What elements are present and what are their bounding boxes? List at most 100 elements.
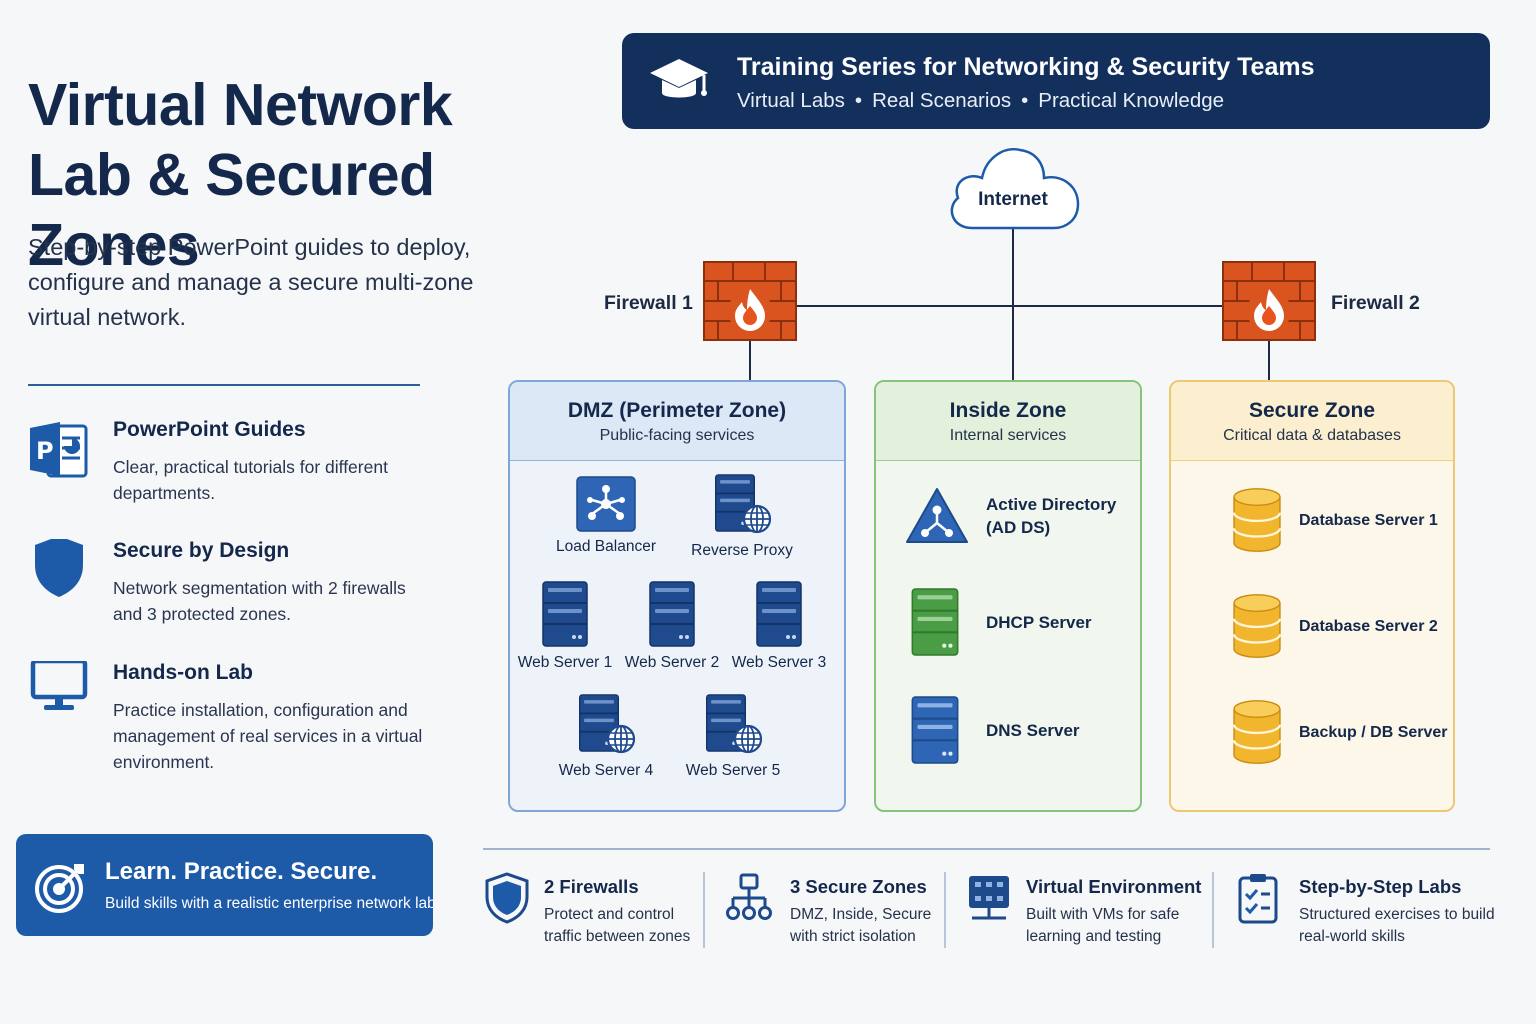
stat-separator: [703, 872, 705, 948]
stat-title: 3 Secure Zones: [790, 876, 927, 897]
device-web-server-4: Web Server 4: [546, 694, 666, 780]
zone-header: DMZ (Perimeter Zone) Public-facing servi…: [510, 382, 844, 461]
device-label: DNS Server: [986, 720, 1080, 740]
active-directory-icon: [906, 488, 968, 543]
load-balancer-icon: [576, 476, 636, 532]
stat-desc: Structured exercises to build real-world…: [1299, 906, 1495, 945]
stat-title: 2 Firewalls: [544, 876, 639, 897]
stat-secure-zones: 3 Secure Zones DMZ, Inside, Secure with …: [726, 870, 941, 950]
stat-title: Step-by-Step Labs: [1299, 876, 1462, 897]
stat-separator: [944, 872, 946, 948]
shield-icon: [35, 539, 83, 597]
target-icon: [35, 864, 84, 913]
device-web-server-5: Web Server 5: [673, 694, 793, 780]
shield-icon: [485, 872, 529, 924]
server-icon: [756, 580, 802, 648]
stat-firewalls: 2 Firewalls Protect and control traffic …: [484, 870, 699, 950]
server-icon: [649, 580, 695, 648]
left-divider: [28, 384, 420, 386]
device-label: Database Server 1: [1299, 511, 1438, 529]
zone-name: Secure Zone: [1248, 399, 1376, 422]
page-subtitle: Step-by-step PowerPoint guides to deploy…: [28, 234, 474, 330]
zone-dmz: DMZ (Perimeter Zone) Public-facing servi…: [508, 380, 846, 812]
web-server-icon: [701, 694, 765, 756]
device-label: Reverse Proxy: [691, 542, 793, 559]
device-web-server-2: Web Server 2: [622, 580, 722, 672]
dns-server-icon: [911, 696, 959, 764]
device-label: Web Server 4: [558, 762, 654, 779]
device-label: Web Server 2: [624, 654, 720, 671]
stat-title: Virtual Environment: [1026, 876, 1202, 897]
device-label: Web Server 5: [685, 762, 781, 779]
tag-separator: •: [854, 89, 863, 112]
device-database-server-1: Database Server 1: [1229, 486, 1438, 554]
checklist-icon: [1238, 874, 1278, 924]
firewall-2-label: Firewall 2: [1331, 292, 1420, 314]
banner-title: Training Series for Networking & Securit…: [737, 53, 1315, 81]
firewall-2-icon: [1222, 261, 1316, 341]
internet-label: Internet: [978, 189, 1048, 210]
title-line-1: Virtual Network: [28, 72, 453, 138]
graduation-cap-icon: [650, 59, 708, 98]
monitor-icon: [30, 661, 88, 710]
stat-step-by-step-labs: Step-by-Step Labs Structured exercises t…: [1236, 870, 1506, 950]
device-label: DHCP Server: [986, 612, 1092, 632]
device-load-balancer: Load Balancer: [546, 476, 666, 556]
internet-cloud-icon: [950, 147, 1080, 230]
zone-header: Inside Zone Internal services: [876, 382, 1140, 461]
stat-desc: Built with VMs for safe learning and tes…: [1026, 906, 1180, 945]
cta-card: Learn. Practice. Secure. Build skills wi…: [16, 834, 440, 936]
bottom-divider: [483, 848, 1490, 850]
training-banner: Training Series for Networking & Securit…: [622, 33, 1490, 129]
device-web-server-3: Web Server 3: [729, 580, 829, 672]
device-active-directory: Active Directory (AD DS): [904, 486, 1126, 546]
banner-tags: Virtual Labs•Real Scenarios•Practical Kn…: [737, 89, 1224, 113]
zone-subtitle: Public-facing services: [599, 427, 755, 444]
firewall-1-icon: [703, 261, 797, 341]
svg-text:P: P: [36, 437, 54, 465]
device-database-server-2: Database Server 2: [1229, 592, 1438, 660]
zone-subtitle: Critical data & databases: [1223, 427, 1401, 444]
device-dhcp-server: DHCP Server: [910, 588, 1092, 656]
device-label: Database Server 2: [1299, 617, 1438, 635]
feature-desc: Clear, practical tutorials for different…: [113, 457, 388, 503]
feature-desc: Practice installation, configuration and…: [113, 700, 423, 772]
tag-separator: •: [1021, 89, 1029, 112]
zone-subtitle: Internal services: [949, 427, 1067, 444]
device-dns-server: DNS Server: [910, 696, 1080, 764]
web-server-icon: [574, 694, 638, 756]
zone-header: Secure Zone Critical data & databases: [1171, 382, 1453, 461]
feature-title: PowerPoint Guides: [113, 418, 306, 441]
device-label: Active Directory (AD DS): [986, 495, 1117, 537]
zone-name: DMZ (Perimeter Zone): [567, 399, 787, 422]
server-icon: [542, 580, 588, 648]
title-line-2: Lab & Secured Zones: [28, 142, 435, 278]
device-reverse-proxy: Reverse Proxy: [682, 474, 802, 560]
zone-body: Database Server 1 Database Server 2 Back…: [1171, 460, 1453, 810]
device-label: Backup / DB Server: [1299, 723, 1448, 741]
zone-inside: Inside Zone Internal services Active Dir…: [874, 380, 1142, 812]
banner-tag: Virtual Labs: [737, 89, 845, 112]
device-backup-db-server: Backup / DB Server: [1229, 698, 1448, 766]
zone-name: Inside Zone: [949, 399, 1067, 422]
database-icon: [1229, 698, 1285, 766]
database-icon: [1229, 592, 1285, 660]
device-label: Web Server 3: [731, 654, 827, 671]
device-label: Web Server 1: [517, 654, 613, 671]
feature-title: Secure by Design: [113, 539, 290, 562]
hierarchy-icon: [726, 873, 772, 920]
database-icon: [1229, 486, 1285, 554]
device-label: Load Balancer: [556, 538, 656, 555]
reverse-proxy-icon: [710, 474, 774, 536]
banner-tag: Practical Knowledge: [1038, 89, 1225, 112]
device-web-server-1: Web Server 1: [515, 580, 615, 672]
zone-body: Load Balancer Reverse Proxy Web Server 1…: [510, 460, 844, 810]
stat-desc: Protect and control traffic between zone…: [544, 906, 691, 945]
feature-title: Hands-on Lab: [113, 661, 253, 684]
zone-secure: Secure Zone Critical data & databases Da…: [1169, 380, 1455, 812]
cta-title: Learn. Practice. Secure.: [105, 858, 378, 885]
stat-separator: [1212, 872, 1214, 948]
server-rack-icon: [969, 876, 1009, 920]
firewall-1-label: Firewall 1: [604, 292, 693, 314]
